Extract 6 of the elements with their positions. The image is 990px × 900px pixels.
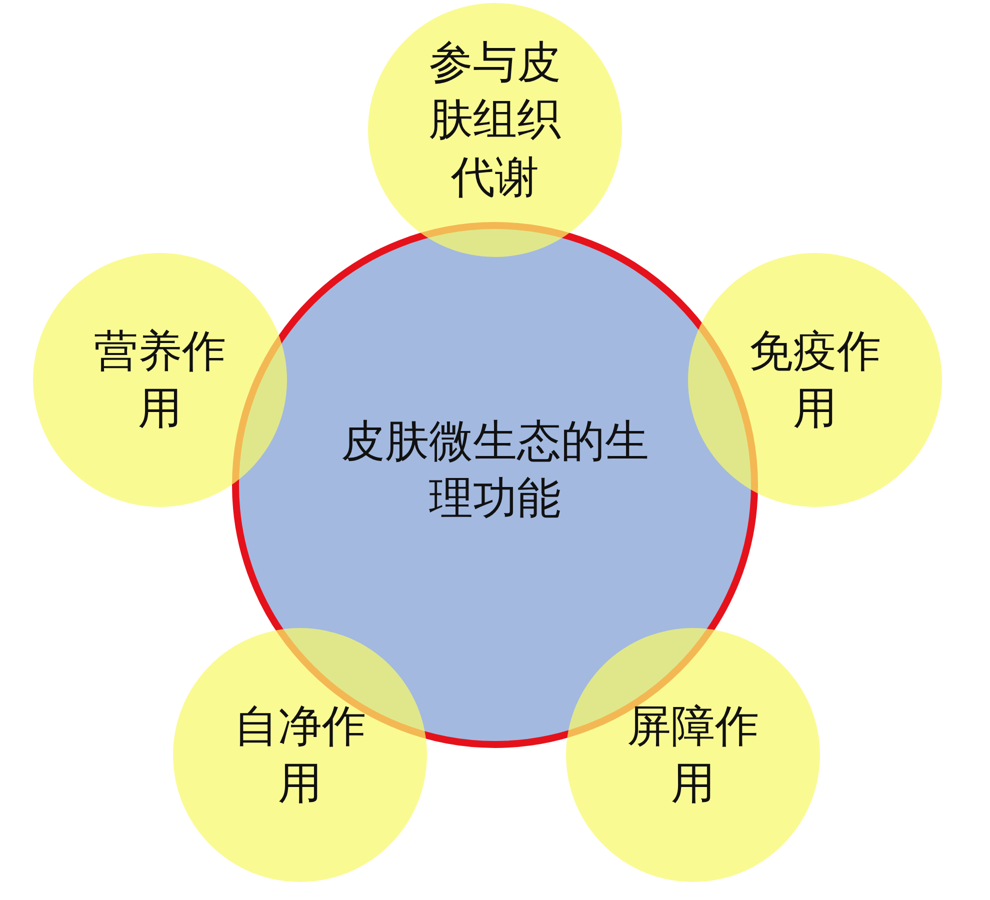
function-label: 免疫作用 <box>748 324 882 436</box>
function-label: 参与皮肤组织代谢 <box>428 36 562 205</box>
function-label: 屏障作用 <box>626 700 760 811</box>
center-title: 皮肤微生态的生理功能 <box>340 414 650 526</box>
function-label: 营养作用 <box>93 324 227 436</box>
function-label: 自净作用 <box>233 700 367 811</box>
